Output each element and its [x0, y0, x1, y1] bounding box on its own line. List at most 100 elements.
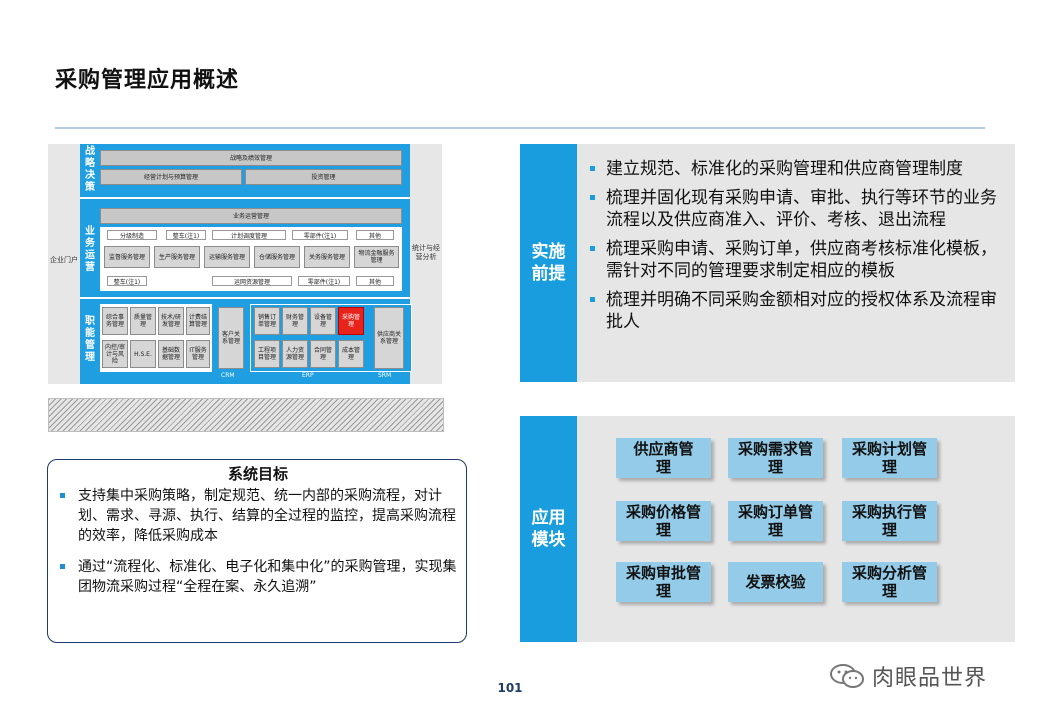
module-approval: 采购审批管理	[616, 562, 711, 602]
list-item: 梳理并明确不同采购金额相对应的授权体系及流程审批人	[590, 289, 1008, 333]
erp-box: 设备管理	[310, 307, 336, 335]
bullet-icon	[590, 166, 595, 171]
module-label: 采购价格管理	[626, 503, 702, 539]
bullet-icon	[60, 564, 65, 569]
premise-text: 建立规范、标准化的采购管理和供应商管理制度	[606, 159, 963, 179]
business-pill: 零部件(注1)	[292, 230, 348, 240]
band-divider	[80, 297, 410, 299]
business-service-box: 关务服务管理	[304, 246, 350, 268]
module-label: 采购计划管理	[852, 440, 928, 476]
premise-panel: 实施前提 建立规范、标准化的采购管理和供应商管理制度 梳理并固化现有采购申请、审…	[520, 144, 1015, 382]
module-demand: 采购需求管理	[728, 438, 823, 478]
list-item: 建立规范、标准化的采购管理和供应商管理制度	[590, 158, 1008, 180]
premise-tag-text: 实施前提	[531, 242, 566, 284]
module-label: 供应商管理	[633, 440, 694, 476]
erp-group-label: ERP	[302, 372, 314, 379]
srm-group-label: SRM	[378, 372, 392, 379]
module-label: 采购审批管理	[626, 564, 702, 600]
function-box: 综合事务管理	[102, 307, 128, 335]
list-item: 梳理并固化现有采购申请、审批、执行等环节的业务流程以及供应商准入、评价、考核、退…	[590, 187, 1008, 231]
premise-text: 梳理并固化现有采购申请、审批、执行等环节的业务流程以及供应商准入、评价、考核、退…	[606, 188, 997, 230]
business-pill: 零部件(注1)	[298, 276, 350, 286]
function-box: IT服务管理	[186, 340, 210, 368]
function-box: 质量管理	[130, 307, 156, 335]
bullet-icon	[590, 297, 595, 302]
module-execution: 采购执行管理	[842, 501, 937, 541]
architecture-diagram: 企业门户 统计与经营分析 战略决策 战略及绩效管理 经营计划与预算管理 投资管理…	[48, 144, 442, 384]
strategy-box: 战略及绩效管理	[100, 150, 402, 166]
list-item: 梳理采购申请、采购订单，供应商考核标准化模板，需针对不同的管理要求制定相应的模板	[590, 238, 1008, 282]
wechat-icon	[830, 664, 864, 688]
erp-box: 合同管理	[310, 340, 336, 368]
hatched-divider	[48, 398, 444, 432]
modules-panel: 应用模块 供应商管理 采购需求管理 采购计划管理 采购价格管理 采购订单管理 采…	[520, 416, 1015, 642]
business-box: 业务运营管理	[100, 208, 402, 224]
module-label: 采购执行管理	[852, 503, 928, 539]
module-price: 采购价格管理	[616, 501, 711, 541]
strategy-box: 经营计划与预算管理	[100, 169, 242, 185]
erp-box: 工程项目管理	[254, 340, 280, 368]
erp-box: 销售订单管理	[254, 307, 280, 335]
business-pill: 计划调度管理	[212, 230, 286, 240]
function-box: 计费结算管理	[186, 307, 210, 335]
premise-list: 建立规范、标准化的采购管理和供应商管理制度 梳理并固化现有采购申请、审批、执行等…	[590, 158, 1008, 340]
business-pill: 整车(注1)	[107, 276, 147, 286]
premise-text: 梳理并明确不同采购金额相对应的授权体系及流程审批人	[606, 290, 997, 332]
module-label: 采购订单管理	[738, 503, 814, 539]
module-label: 采购分析管理	[852, 564, 928, 600]
architecture-main: 战略决策 战略及绩效管理 经营计划与预算管理 投资管理 业务运营 业务运营管理 …	[80, 144, 412, 384]
crm-group-label: CRM	[221, 372, 235, 379]
business-pill: 分级制造	[107, 230, 157, 240]
list-item: 通过“流程化、标准化、电子化和集中化”的采购管理，实现集团物流采购过程“全程在案…	[60, 557, 460, 597]
band-divider	[80, 197, 410, 199]
strategy-box: 投资管理	[245, 169, 402, 185]
module-order: 采购订单管理	[728, 501, 823, 541]
business-pill: 运网资源管理	[212, 276, 292, 286]
business-band-label: 业务运营	[85, 226, 95, 273]
crm-box: 客户关系管理	[218, 307, 244, 369]
business-service-box: 生产服务管理	[154, 246, 200, 268]
function-band-label: 职能管理	[85, 316, 95, 363]
module-invoice: 发票校验	[728, 562, 823, 602]
watermark-text: 肉眼品世界	[872, 666, 988, 691]
list-item: 支持集中采购策略，制定规范、统一内部的采购流程，对计划、需求、寻源、执行、结算的…	[60, 486, 460, 546]
modules-tag-text: 应用模块	[531, 508, 566, 550]
module-label: 采购需求管理	[738, 440, 814, 476]
page-title: 采购管理应用概述	[55, 68, 240, 93]
watermark: 肉眼品世界	[828, 660, 987, 692]
bullet-icon	[590, 195, 595, 200]
erp-procurement-box: 采购管理	[338, 307, 364, 335]
goal-text: 支持集中采购策略，制定规范、统一内部的采购流程，对计划、需求、寻源、执行、结算的…	[78, 488, 456, 544]
business-service-box: 运输服务管理	[204, 246, 250, 268]
bullet-icon	[590, 246, 595, 251]
erp-box: 财务管理	[282, 307, 308, 335]
system-goals-panel: 系统目标 支持集中采购策略，制定规范、统一内部的采购流程，对计划、需求、寻源、执…	[47, 459, 467, 643]
function-box: 基础数据管理	[158, 340, 184, 368]
erp-box: 人力资源管理	[282, 340, 308, 368]
bullet-icon	[60, 493, 65, 498]
title-divider	[55, 127, 985, 129]
premise-tag: 实施前提	[520, 144, 577, 382]
business-pill: 整车(注1)	[166, 230, 206, 240]
srm-box: 供应商关系管理	[374, 307, 404, 369]
analysis-label: 统计与经营分析	[412, 244, 440, 261]
function-box: 内控/审计与风险	[102, 340, 128, 368]
analysis-column: 统计与经营分析	[410, 144, 442, 384]
portal-column: 企业门户	[48, 144, 80, 384]
modules-tag: 应用模块	[520, 416, 577, 642]
business-service-box: 仓储服务管理	[254, 246, 300, 268]
business-service-box: 物流金融服务管理	[354, 246, 399, 268]
erp-box: 成本管理	[338, 340, 364, 368]
module-analysis: 采购分析管理	[842, 562, 937, 602]
business-pill: 其他	[356, 230, 394, 240]
module-label: 发票校验	[745, 573, 806, 591]
function-box: H.S.E.	[130, 340, 156, 368]
page-number: 101	[497, 681, 523, 695]
goal-text: 通过“流程化、标准化、电子化和集中化”的采购管理，实现集团物流采购过程“全程在案…	[78, 559, 457, 595]
module-supplier: 供应商管理	[616, 438, 711, 478]
business-service-box: 监督服务管理	[104, 246, 150, 268]
strategy-band-label: 战略决策	[85, 146, 95, 193]
premise-text: 梳理采购申请、采购订单，供应商考核标准化模板，需针对不同的管理要求制定相应的模板	[606, 239, 997, 281]
module-plan: 采购计划管理	[842, 438, 937, 478]
business-pill: 其他	[356, 276, 394, 286]
